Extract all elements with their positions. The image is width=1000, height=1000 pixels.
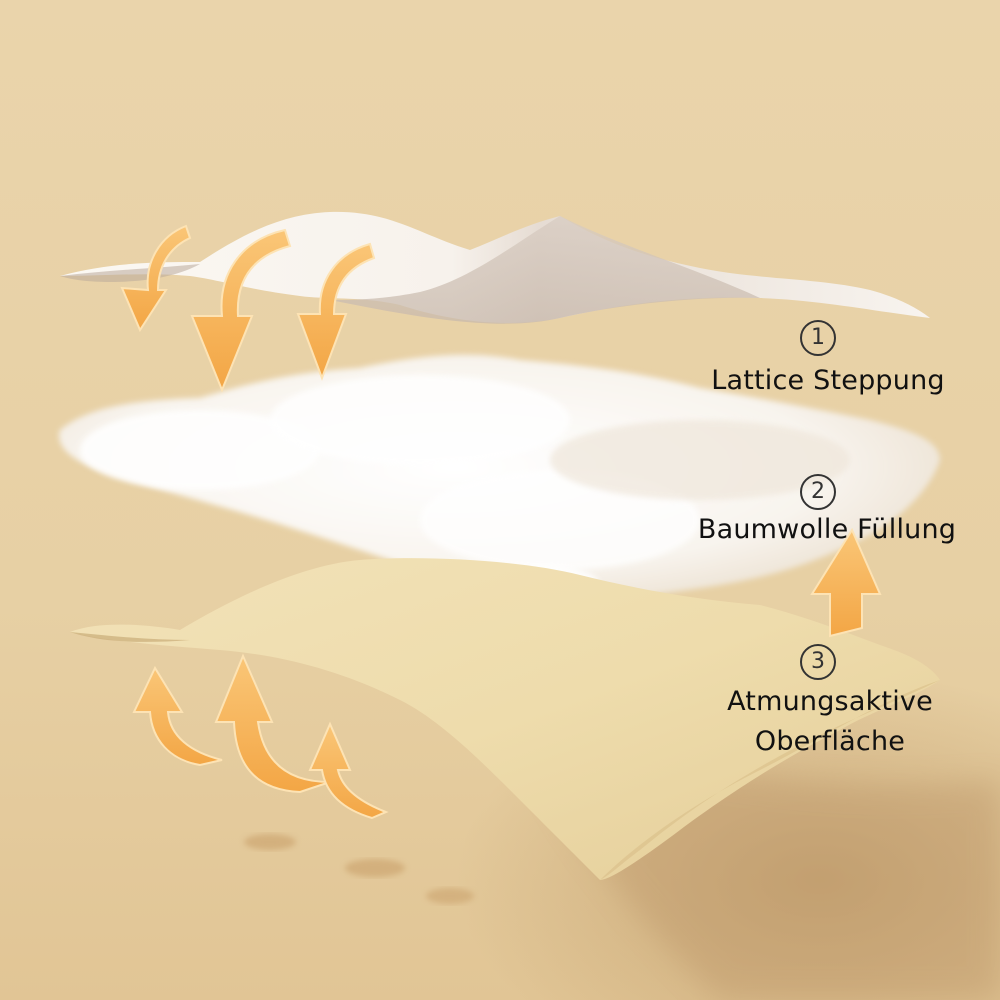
bottom-fabric-layer — [70, 558, 940, 880]
layer-3-label-line2: Oberfläche — [754, 726, 906, 757]
layer-1-number-badge: 1 — [800, 320, 836, 356]
up-arrows-left — [132, 653, 389, 820]
layer-1-label: Lattice Steppung — [711, 365, 945, 396]
cotton-filling-layer — [59, 354, 941, 605]
layer-3-number-badge: 3 — [800, 644, 836, 680]
down-arrow-icon — [296, 242, 376, 381]
up-arrow-icon — [810, 527, 882, 638]
layer-2-label: Baumwolle Füllung — [697, 514, 957, 545]
down-arrow-icon — [120, 224, 192, 333]
layer-3-label-line1: Atmungsaktive — [727, 686, 933, 717]
down-arrow-icon — [190, 228, 292, 393]
up-arrow-right — [810, 527, 882, 638]
up-arrow-icon — [214, 653, 331, 794]
layer-2-number-badge: 2 — [800, 474, 836, 510]
up-arrow-icon — [132, 665, 223, 767]
top-fabric-layer — [60, 211, 930, 324]
up-arrow-icon — [308, 721, 389, 820]
down-arrows — [120, 224, 376, 393]
